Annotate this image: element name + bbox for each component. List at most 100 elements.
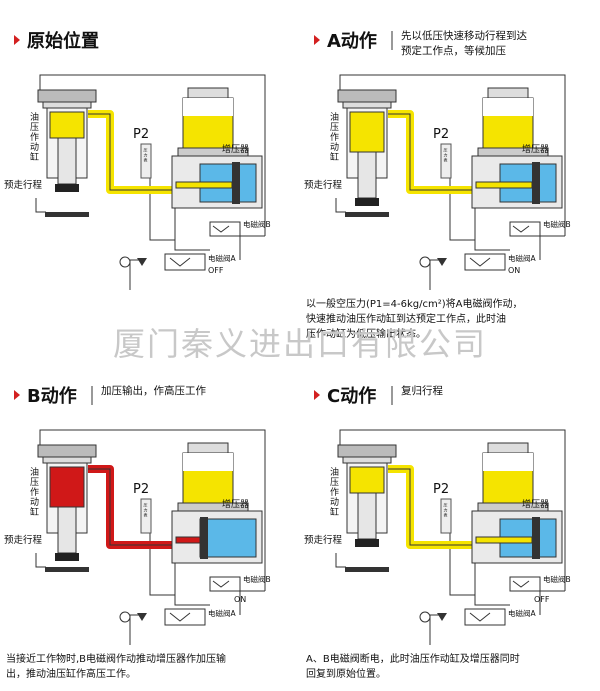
pre-stroke-label: 预走行程 (4, 179, 43, 191)
oil-cylinder-label: 油压作动缸 (328, 111, 339, 162)
valve-b-label: 电磁阀B (543, 219, 571, 229)
oil-cylinder-chamber (49, 466, 85, 508)
panel-action-c: C动作复归行程油压作动缸预走行程P2压力表增压器电磁阀BOFF电磁阀AA、B电磁… (304, 384, 571, 680)
air-line-top (39, 429, 266, 591)
panel-description: 加压输出，作高压工作 (101, 384, 206, 397)
pressure-gauge-column (140, 498, 152, 534)
valve-b-arrow-icon (512, 225, 530, 233)
oil-cylinder-chamber (349, 466, 385, 494)
oil-cylinder-label: 油压作动缸 (28, 466, 39, 517)
oil-cylinder-rod (357, 492, 377, 540)
pre-stroke-marker (335, 198, 346, 213)
booster-air-chamber (199, 518, 257, 558)
air-line-right (239, 235, 265, 260)
air-line-top (339, 429, 566, 591)
press-tool (55, 553, 79, 561)
panel-description: 先以低压快速移动行程到达 (401, 29, 527, 42)
valve-a-arrow-icon (469, 257, 491, 267)
panel-note: 回复到原始位置。 (306, 667, 386, 680)
oil-pipe-outline (88, 113, 180, 191)
booster-ram (475, 536, 533, 544)
oil-pipe (388, 465, 480, 549)
air-line-mid (149, 175, 175, 241)
booster-ram (175, 536, 201, 544)
air-line-booster (474, 551, 510, 606)
booster-cap (187, 87, 229, 99)
panel-note: 出，推动油压缸作高压工作。 (6, 667, 136, 680)
valve-b-state: OFF (534, 595, 550, 604)
press-tool (55, 184, 79, 192)
air-line-booster (474, 196, 510, 251)
p2-label: P2 (433, 127, 449, 142)
workpiece (345, 567, 389, 572)
oil-pipe (88, 465, 180, 549)
panel-description: 复归行程 (401, 384, 443, 397)
panel-description: 预定工作点，等候加压 (401, 44, 506, 57)
booster-reservoir-air (483, 98, 533, 116)
air-supply-icon (119, 256, 131, 268)
valve-a-state: OFF (208, 266, 224, 275)
valve-a-arrow-icon (169, 257, 191, 267)
p2-label: P2 (133, 482, 149, 497)
air-line-mid (449, 530, 475, 596)
panel-action-b: B动作加压输出，作高压工作油压作动缸预走行程P2压力表增压器电磁阀BON电磁阀A… (4, 384, 271, 680)
press-head-base (342, 101, 392, 109)
valve-b-state: ON (234, 595, 246, 604)
air-filter-icon (137, 613, 147, 621)
air-filter-icon (437, 258, 447, 266)
oil-cylinder-label: 油压作动缸 (28, 111, 39, 162)
booster-ram (475, 181, 533, 189)
panel-note: 以一般空压力(P1=4-6kg/cm²)将A电磁阀作动， (306, 297, 523, 310)
air-supply-icon (419, 256, 431, 268)
p2-label: P2 (133, 127, 149, 142)
pre-stroke-label: 预走行程 (304, 534, 343, 546)
valve-a-arrow-icon (469, 612, 491, 622)
press-tool (355, 198, 379, 206)
oil-pipe (388, 110, 480, 194)
valve-a-state: ON (508, 266, 520, 275)
panel-title: B动作 (27, 385, 77, 407)
press-head-plate (337, 89, 397, 103)
valve-a-label: 电磁阀A (508, 253, 536, 263)
oil-pipe-outline (388, 468, 480, 546)
title-arrow-icon (14, 35, 20, 45)
press-head-plate (37, 444, 97, 458)
booster-reservoir-air (183, 98, 233, 116)
pre-stroke-marker (335, 553, 346, 568)
valve-b-label: 电磁阀B (243, 574, 271, 584)
air-line-right (539, 235, 565, 260)
gauge-label: 压力表 (444, 503, 449, 518)
booster-label: 增压器 (222, 143, 249, 155)
pre-stroke-label: 预走行程 (304, 179, 343, 191)
booster-ram (175, 181, 233, 189)
air-filter-icon (437, 613, 447, 621)
air-line-booster (174, 196, 210, 251)
gauge-label: 压力表 (144, 503, 149, 518)
p2-label: P2 (433, 482, 449, 497)
panel-action-a: A动作先以低压快速移动行程到达预定工作点，等候加压油压作动缸预走行程P2压力表增… (304, 29, 571, 340)
oil-cylinder-rod (357, 151, 377, 199)
panel-note: 快速推动油压作动缸到达预定工作点，此时油 (306, 312, 506, 325)
press-head-base (42, 101, 92, 109)
title-arrow-icon (314, 390, 320, 400)
valve-b-arrow-icon (512, 580, 530, 588)
panel-note: 当接近工作物时,B电磁阀作动推动增压器作加压输 (6, 652, 226, 665)
booster-label: 增压器 (522, 498, 549, 510)
valve-a-label: 电磁阀A (208, 253, 236, 263)
oil-pipe-outline (388, 113, 480, 191)
booster-cap (487, 442, 529, 454)
workpiece (345, 212, 389, 217)
air-supply-icon (419, 611, 431, 623)
valve-b-arrow-icon (212, 225, 230, 233)
air-line-booster (174, 551, 210, 606)
air-filter-icon (137, 258, 147, 266)
valve-b-arrow-icon (212, 580, 230, 588)
booster-piston (532, 517, 540, 559)
booster-cap (187, 442, 229, 454)
air-line-mid (149, 530, 175, 596)
press-head-base (342, 456, 392, 464)
valve-a-arrow-icon (169, 612, 191, 622)
press-head-plate (37, 89, 97, 103)
title-arrow-icon (314, 35, 320, 45)
